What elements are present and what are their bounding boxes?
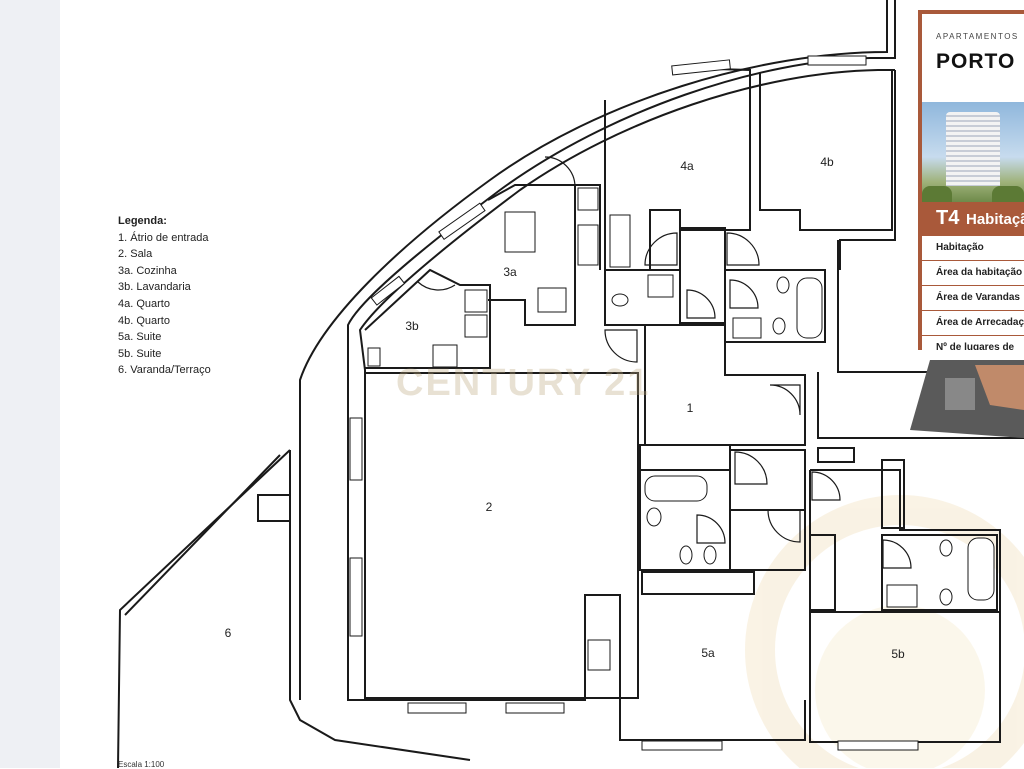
room-label-2: 2 (485, 500, 493, 514)
typology-label: Habitação (966, 211, 1024, 228)
tree-shape (992, 186, 1024, 202)
room-label-1: 1 (686, 401, 694, 415)
legend-item: 5a. Suite (118, 331, 162, 344)
card-row-label: Habitação (936, 242, 984, 253)
scale-label: Escala 1:100 (118, 760, 165, 769)
windows (349, 55, 919, 751)
card-row-label: Área de Arrecadação (936, 317, 1024, 328)
room-label-4a: 4a (680, 159, 694, 173)
fixtures (367, 187, 995, 671)
tree-shape (922, 186, 952, 202)
century21-watermark: CENTURY 21 (396, 362, 651, 404)
card-brand: PORTO (936, 50, 1016, 73)
floor-plan-sheet (60, 0, 1024, 768)
card-row: Área de Arrecadação (922, 311, 1024, 336)
legend-item: 4b. Quarto (118, 314, 170, 327)
legend-item: 2. Sala (118, 248, 153, 261)
typology-bar: T4 Habitação (922, 202, 1024, 236)
door-swings (417, 156, 912, 569)
exterior-walls (117, 0, 1024, 768)
building-tower-shape (946, 112, 1000, 186)
room-label-3b: 3b (405, 319, 419, 333)
card-row-label: Área da habitação (936, 267, 1023, 278)
card-eyebrow: APARTAMENTOS (936, 32, 1019, 41)
card-row-label: Nº de lugares de (936, 342, 1015, 350)
card-row: Habitação (922, 236, 1024, 261)
card-row: Nº de lugares de (922, 336, 1024, 350)
room-label-4b: 4b (820, 155, 834, 169)
card-row: Área da habitação (922, 261, 1024, 286)
apartment-info-card: APARTAMENTOS PORTO T4 Habitação Habitaçã… (918, 10, 1024, 350)
legend-item: 3a. Cozinha (118, 264, 177, 277)
legend-item: 5b. Suite (118, 347, 162, 360)
legend-title: Legenda: (118, 215, 167, 227)
building-photo (922, 102, 1024, 202)
legend-item: 3b. Lavandaria (118, 281, 191, 294)
location-minimap (910, 360, 1024, 438)
room-label-5a: 5a (701, 646, 715, 660)
legend: Legenda: 1. Átrio de entrada 2. Sala 3a.… (118, 213, 211, 379)
legend-item: 6. Varanda/Terraço (118, 364, 211, 377)
card-row: Área de Varandas (922, 286, 1024, 311)
typology-code: T4 (936, 207, 960, 229)
left-margin-strip (0, 0, 60, 768)
room-label-6: 6 (224, 626, 232, 640)
legend-item: 1. Átrio de entrada (118, 231, 209, 244)
room-label-5b: 5b (891, 647, 905, 661)
legend-item: 4a. Quarto (118, 297, 170, 310)
room-label-3a: 3a (503, 265, 517, 279)
card-row-label: Área de Varandas (936, 292, 1020, 303)
